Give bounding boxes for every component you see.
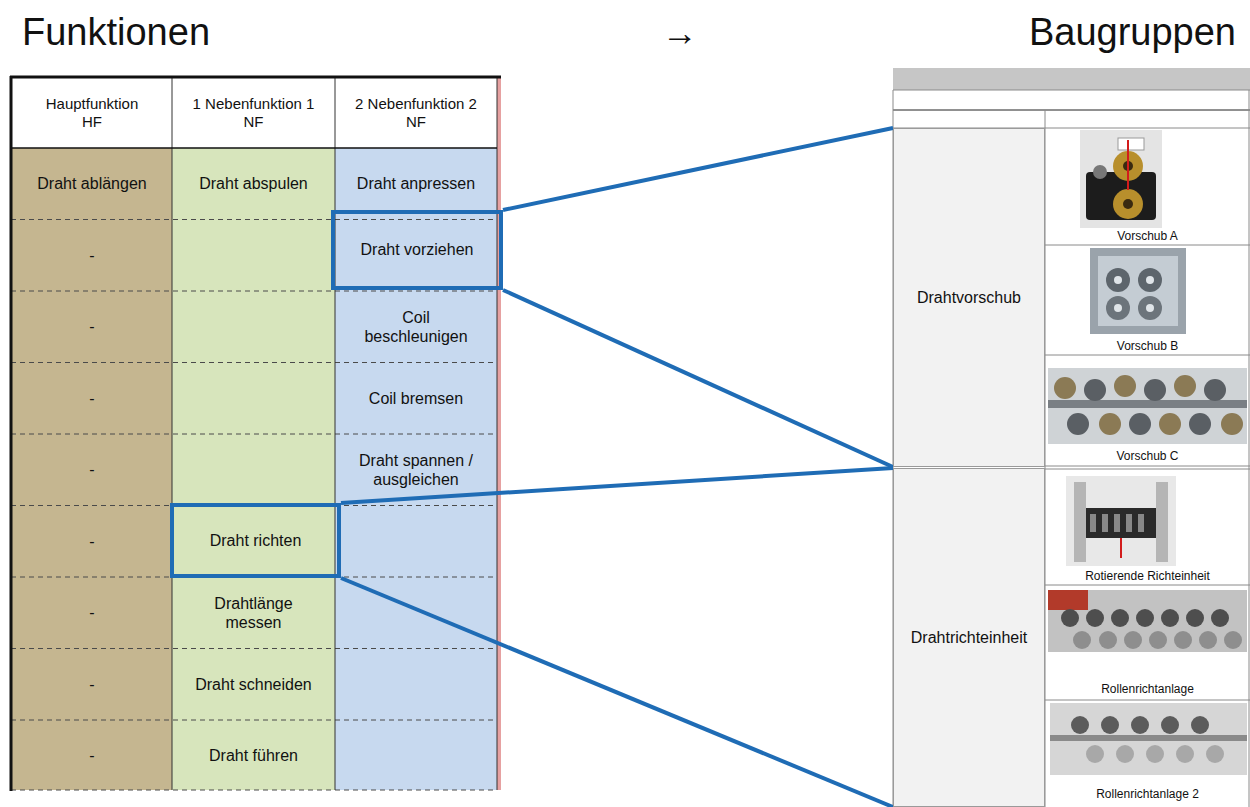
connector-line [341, 578, 893, 807]
column-header: 1 Nebenfunktion 1 NF [172, 80, 335, 146]
node-label: Draht vorziehen [361, 240, 474, 259]
assembly-group: Drahtvorschub [893, 128, 1045, 467]
table-cell: Coil bremsen [335, 363, 497, 435]
photo-caption: Rollenrichtanlage 2 [1046, 786, 1249, 802]
zoom-connector [503, 128, 893, 210]
right-table-lines [893, 90, 1250, 807]
roller-straightener-2-photo [1050, 703, 1247, 775]
table-cell: Draht schneiden [172, 649, 335, 721]
column-lines [11, 78, 497, 790]
connector-line [503, 128, 893, 210]
table-cell: - [12, 291, 172, 363]
column-header: 2 Nebenfunktion 2 NF [335, 80, 497, 146]
row-separators [11, 220, 497, 791]
zoom-connector [503, 290, 893, 467]
header-row [11, 78, 498, 148]
table-cell: - [12, 363, 172, 435]
table-cell: Draht abspulen [172, 148, 335, 220]
first-sub-function-column [172, 148, 335, 790]
feed-unit-a-photo [1080, 130, 1162, 228]
node-label: Drahtvorschub [917, 288, 1021, 307]
photo-caption: Rotierende Richteinheit [1046, 568, 1249, 584]
highlight-box: Draht richten [170, 503, 341, 578]
rotating-straightener-photo [1066, 476, 1176, 566]
photo-caption: Vorschub A [1046, 228, 1249, 244]
feed-unit-b-photo [1090, 248, 1186, 334]
table-cell: Draht führen [172, 720, 335, 792]
table-cell: - [12, 720, 172, 792]
main-function-column [11, 148, 172, 790]
table-cell: Draht ablängen [12, 148, 172, 220]
arrow-symbol: → [640, 6, 720, 60]
table-cell: Coil beschleunigen [335, 291, 497, 363]
photo-caption: Rollenrichtanlage [1046, 681, 1249, 697]
table-cell: - [12, 506, 172, 578]
column-edge-strip [497, 78, 501, 790]
table-top-border [10, 76, 501, 79]
table-cell: Draht spannen / ausgleichen [335, 434, 497, 506]
photo-caption: Vorschub B [1046, 338, 1249, 354]
node-label: Drahtrichteinheit [911, 628, 1028, 647]
assembly-group: Drahtrichteinheit [893, 468, 1045, 807]
table-cell: Draht anpressen [335, 148, 497, 220]
table-cell: - [12, 649, 172, 721]
second-sub-function-column [335, 148, 497, 790]
heading: Baugruppen [900, 6, 1238, 60]
table-cell: - [12, 220, 172, 292]
table-cell: - [12, 434, 172, 506]
node-label: Draht richten [210, 531, 302, 550]
photo-caption: Vorschub C [1046, 448, 1249, 464]
highlight-box: Draht vorziehen [331, 210, 503, 290]
feed-unit-c-photo [1048, 368, 1247, 444]
table-left-border [10, 76, 13, 791]
column-header: Hauptfunktion HF [12, 80, 172, 146]
table-cell: - [12, 577, 172, 649]
connector-line [503, 290, 893, 467]
heading: Funktionen [20, 6, 340, 60]
roller-straightener-photo [1048, 590, 1247, 652]
table-cell: Drahtlänge messen [172, 577, 335, 649]
header-band [893, 68, 1250, 90]
zoom-connector [341, 578, 893, 807]
